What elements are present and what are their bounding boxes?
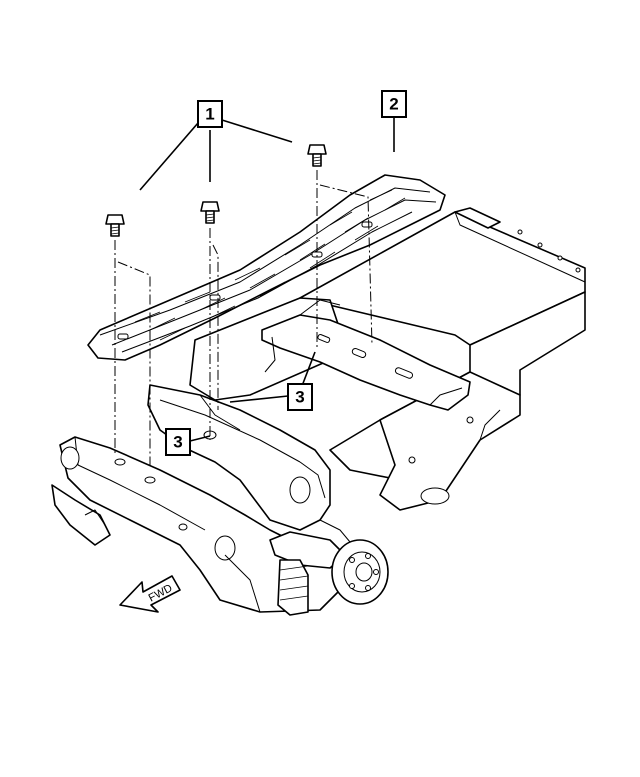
callout-3-lower-label: 3 — [173, 433, 182, 452]
callout-2: 2 — [381, 90, 407, 118]
front-crossmember — [51, 436, 341, 613]
transmission-crossmember — [261, 299, 471, 411]
callout-3-lower: 3 — [165, 428, 191, 456]
callout-3-upper: 3 — [287, 383, 313, 411]
front-suspension — [224, 519, 389, 616]
bolt-1 — [105, 214, 125, 237]
suspension-crossmember — [147, 384, 331, 531]
callout-3-upper-label: 3 — [295, 388, 304, 407]
leader-lines — [139, 115, 395, 442]
fwd-label: FWD — [147, 582, 175, 604]
callout-2-label: 2 — [389, 95, 398, 114]
callout-1-label: 1 — [205, 105, 214, 124]
bolt-3 — [307, 144, 327, 167]
fwd-arrow: FWD — [119, 575, 181, 613]
alignment-lines — [114, 170, 373, 465]
bolt-2 — [200, 201, 220, 224]
callout-1: 1 — [197, 100, 223, 128]
